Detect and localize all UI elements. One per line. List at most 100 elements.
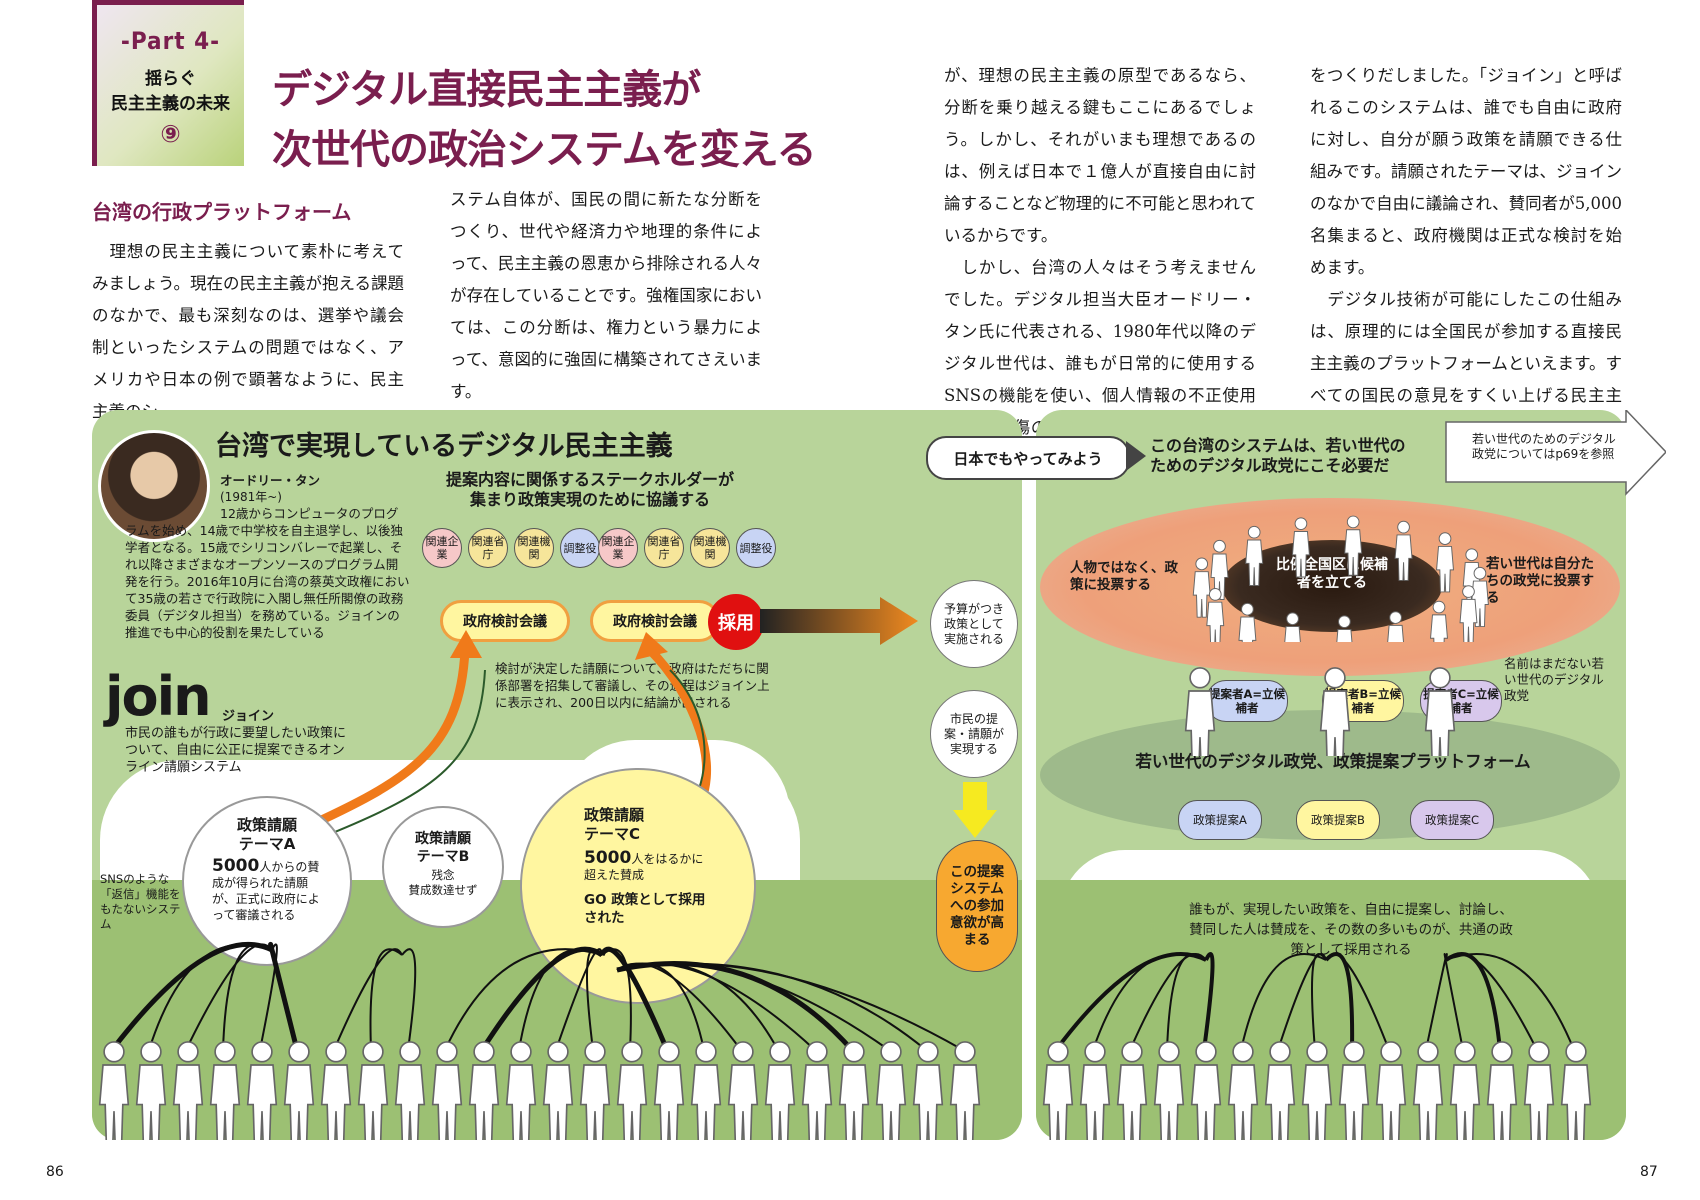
vote-arrow-icon xyxy=(1425,953,1448,1051)
proposal-c: 政策提案C xyxy=(1410,800,1494,840)
vote-arrow-icon xyxy=(333,948,403,1051)
person-figure-icon xyxy=(1560,1041,1592,1140)
vote-arrow-icon xyxy=(1277,953,1327,1051)
person-figure-icon xyxy=(690,1041,722,1140)
article-subheading: 台湾の行政プラットフォーム xyxy=(92,200,352,224)
theme-a-count: 5000 xyxy=(212,856,260,876)
person-figure-icon xyxy=(394,1041,426,1140)
candidate-a: 提案者A=立候補者 xyxy=(1206,680,1288,722)
vote-arrow-icon xyxy=(518,948,603,1051)
part-subtitle: 揺らぐ 民主主義の未来 xyxy=(97,67,244,117)
title-line2: 次世代の政治システムを変える xyxy=(272,127,817,173)
vote-arrow-icon xyxy=(1445,953,1575,1051)
right-headline-1: この台湾のシステムは、若い世代の xyxy=(1150,436,1406,455)
vote-arrow-icon xyxy=(616,962,964,1051)
article-column-3: が、理想の民主主義の原型であるなら、分断を乗り越える鍵もここにあるでしょう。しか… xyxy=(944,66,1256,469)
vote-arrow-icon xyxy=(148,943,273,1051)
person-figure-icon xyxy=(246,1041,278,1140)
japan-arrow-icon xyxy=(1126,441,1146,471)
person-figure-icon xyxy=(616,1041,648,1140)
profile-bio: 12歳からコンピュータのプログラムを始め、14歳で中学校を自主退学し、以後独学者… xyxy=(125,506,410,640)
person-figure-icon xyxy=(1486,1041,1518,1140)
petition-theme-a: 政策請願 テーマA 5000人からの賛成が得られた請願が、正式に政府によって審議… xyxy=(182,796,352,966)
vote-arrow-icon xyxy=(1445,953,1538,1051)
person-figure-icon xyxy=(542,1041,574,1140)
theme-c-result: GO 政策として採用された xyxy=(584,892,706,926)
person-figure-icon xyxy=(1375,1041,1407,1140)
gov-council-1: 政府検討会議 xyxy=(440,600,570,642)
theme-b-desc: 残念 賛成数達せず xyxy=(408,868,478,897)
person-figure-icon xyxy=(1190,1041,1222,1140)
person-figure-icon xyxy=(1430,600,1448,642)
theme-a-desc: 人からの賛成が得られた請願が、正式に政府によって審議される xyxy=(212,860,320,922)
person-figure-icon xyxy=(1284,612,1301,642)
right-headline: この台湾のシステムは、若い世代の ためのデジタル政党にこそ必要だ xyxy=(1150,436,1406,476)
person-figure-icon xyxy=(1394,520,1413,581)
theme-a-body: 5000人からの賛成が得られた請願が、正式に政府によって審議される xyxy=(184,854,350,923)
person-figure-icon xyxy=(764,1041,796,1140)
motivation-note: この提案システムへの参加意欲が高まる xyxy=(936,840,1018,972)
person-figure-icon xyxy=(1116,1041,1148,1140)
vote-arrow-icon xyxy=(599,946,670,1051)
gov-council-2: 政府検討会議 xyxy=(590,600,720,642)
person-figure-icon xyxy=(1459,585,1478,642)
vote-arrow-icon xyxy=(555,948,603,1051)
part-number: ⑨ xyxy=(160,120,181,148)
part-subtitle-line1: 揺らぐ xyxy=(145,69,196,89)
person-figure-icon xyxy=(1449,1041,1481,1140)
theme-c-title-2: テーマC xyxy=(584,825,641,843)
stakeholder-group-2: 関連企業 関連省庁 関連機関 調整役 xyxy=(598,528,776,568)
left-crowd-icon xyxy=(98,941,981,1140)
theme-c-title: 政策請願 テーマC xyxy=(522,806,754,844)
theme-a-title-1: 政策請願 xyxy=(236,816,297,834)
person-figure-icon xyxy=(727,1041,759,1140)
person-figure-icon xyxy=(801,1041,833,1140)
person-figure-icon xyxy=(1238,602,1257,642)
theme-b-title: 政策請願 テーマB xyxy=(384,830,502,866)
person-figure-icon xyxy=(912,1041,944,1140)
person-figure-icon xyxy=(1344,515,1363,576)
person-figure-icon xyxy=(468,1041,500,1140)
stakeholder-coordinator: 調整役 xyxy=(560,528,600,568)
person-figure-icon xyxy=(1206,588,1225,642)
part-subtitle-line2: 民主主義の未来 xyxy=(111,94,230,114)
vote-arrow-icon xyxy=(1054,952,1207,1052)
theme-b-title-1: 政策請願 xyxy=(415,831,471,847)
article-column-1: 理想の民主主義について素朴に考えてみましょう。現在の民主主義が抱える課題のなかで… xyxy=(92,242,405,421)
join-reading: ジョイン xyxy=(222,709,275,724)
person-figure-icon xyxy=(1042,1041,1074,1140)
vote-arrow-icon xyxy=(616,962,742,1051)
person-figure-icon xyxy=(431,1041,463,1140)
person-figure-icon xyxy=(1192,557,1211,618)
stakeholder-agency: 関連機関 xyxy=(690,528,730,568)
person-figure-icon xyxy=(357,1041,389,1140)
portrait-photo xyxy=(98,430,210,542)
person-figure-icon xyxy=(949,1041,981,1140)
stakeholder-ministry: 関連省庁 xyxy=(468,528,508,568)
yellow-down-arrow-icon xyxy=(953,782,997,838)
reference-note: 若い世代のためのデジタル政党についてはp69を参照 xyxy=(1472,432,1616,461)
person-figure-icon xyxy=(1336,615,1353,642)
right-headline-2: ためのデジタル政党にこそ必要だ xyxy=(1150,456,1390,475)
person-figure-icon xyxy=(1424,667,1456,756)
theme-a-title: 政策請願 テーマA xyxy=(184,816,350,854)
citizen-note: 市民の提案・請願が実現する xyxy=(930,690,1018,778)
right-crowd-icon xyxy=(1042,952,1592,1140)
person-figure-icon xyxy=(875,1041,907,1140)
article-column-2: ステム自体が、国民の間に新たな分断をつくり、世代や経済力や地理的条件によって、民… xyxy=(450,190,762,433)
vote-arrow-icon xyxy=(1311,953,1327,1051)
sns-note: SNSのような「返信」機能をもたないシステム xyxy=(100,872,181,931)
person-figure-icon xyxy=(283,1041,315,1140)
person-figure-icon xyxy=(1264,1041,1296,1140)
stakeholder-heading: 提案内容に関係するステークホルダーが 集まり政策実現のために協議する xyxy=(410,470,770,510)
vote-arrow-icon xyxy=(586,948,603,1051)
theme-c-title-1: 政策請願 xyxy=(584,806,645,824)
profile-name: オードリー・タン xyxy=(220,473,321,488)
part-label: -Part 4- xyxy=(120,27,221,55)
stakeholder-group-1: 関連企業 関連省庁 関連機関 調整役 xyxy=(422,528,600,568)
vote-arrow-icon xyxy=(369,948,403,1051)
vote-policy-note: 人物ではなく、政策に投票する xyxy=(1070,560,1178,593)
vote-arrow-icon xyxy=(268,942,300,1051)
candidate-figures-icon xyxy=(1184,667,1456,756)
part-label-box: -Part 4- 揺らぐ 民主主義の未来 ⑨ xyxy=(92,0,244,166)
